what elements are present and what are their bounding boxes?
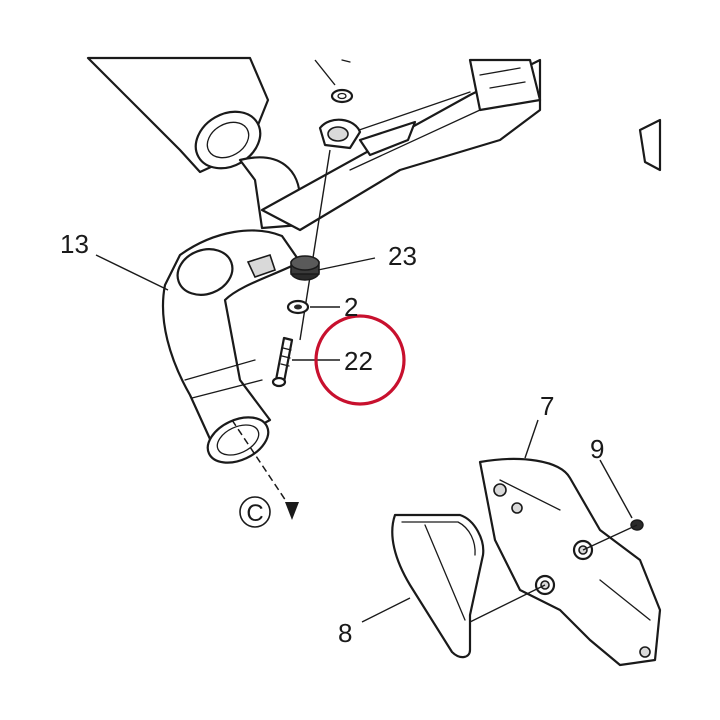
- highlight-circle-22: [314, 314, 406, 406]
- bolt-part-22: [271, 336, 294, 388]
- grommet-part-23: [290, 255, 320, 281]
- screw-part-9: [582, 519, 644, 551]
- callout-2: 2: [344, 292, 358, 322]
- connector-marker-c: C: [239, 496, 271, 528]
- heat-shield-part-8: [391, 513, 546, 659]
- callout-22: 22: [344, 346, 373, 376]
- partial-component-right: [638, 118, 662, 172]
- callout-8: 8: [338, 618, 352, 648]
- y-pipe: [238, 58, 542, 232]
- top-washer: [314, 59, 354, 104]
- callout-23: 23: [388, 241, 417, 271]
- exit-axis-line: [231, 419, 293, 511]
- connector-marker-label: C: [246, 500, 263, 527]
- callout-9: 9: [590, 434, 604, 464]
- header-pipe: [161, 229, 302, 464]
- exit-arrow-icon: [285, 502, 299, 520]
- washer-part-2: [286, 299, 310, 315]
- callout-13: 13: [60, 229, 89, 259]
- heat-shield-part-7: [478, 457, 662, 667]
- callout-7: 7: [540, 391, 554, 421]
